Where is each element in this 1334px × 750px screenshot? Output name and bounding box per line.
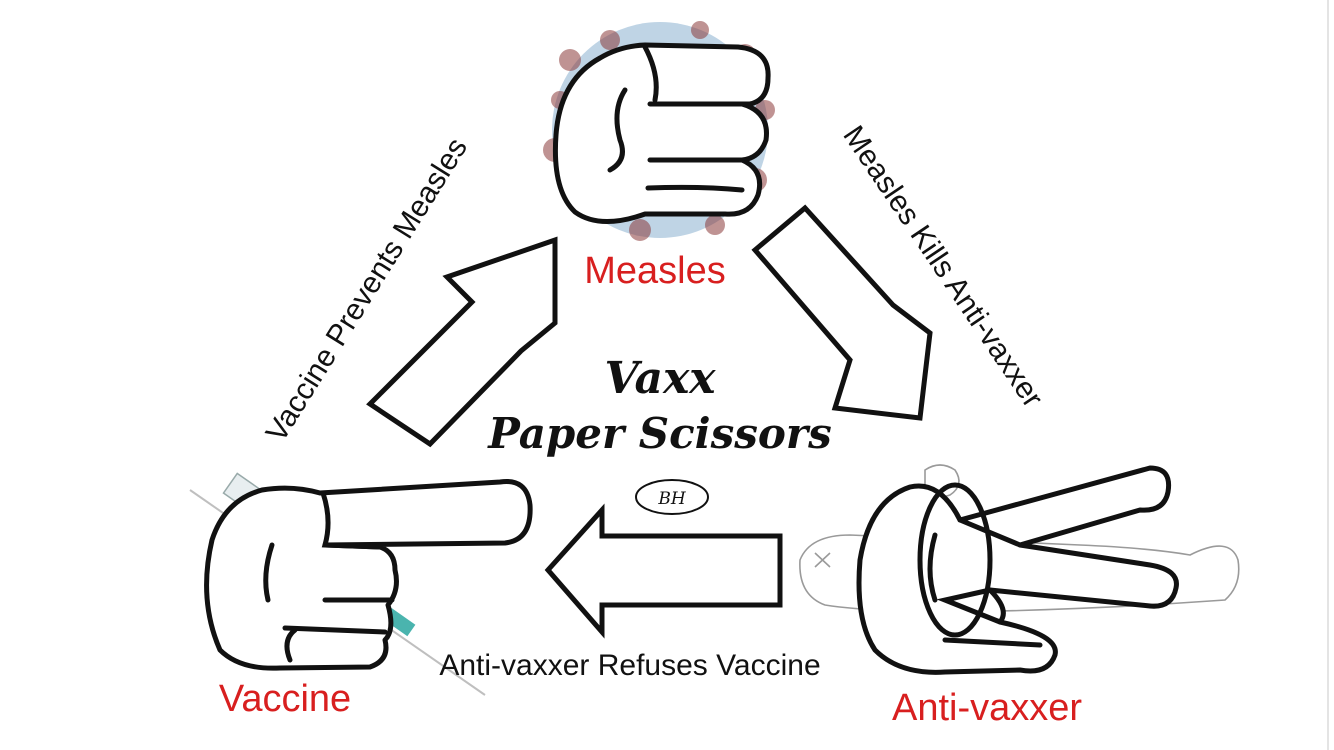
v-sign-scissors-icon	[856, 465, 1179, 675]
edge-label-antivaxxer-refuses-vaccine: Anti-vaxxer Refuses Vaccine	[439, 649, 820, 682]
node-label-measles: Measles	[584, 250, 726, 292]
signature-mark: BH	[635, 479, 709, 515]
signature-text: BH	[657, 489, 686, 509]
title-line-2: Paper Scissors	[487, 409, 831, 458]
node-label-antivaxxer: Anti-vaxxer	[892, 687, 1082, 729]
arrow-vaccine-to-measles	[366, 236, 558, 448]
title-line-1: Vaxx	[604, 353, 716, 404]
arrow-antivaxxer-to-vaccine	[544, 503, 783, 639]
node-label-vaccine: Vaccine	[219, 678, 351, 720]
fist-rock-icon	[552, 42, 771, 225]
pointing-hand-icon	[204, 478, 533, 671]
arrow-measles-to-antivaxxer	[751, 204, 933, 421]
